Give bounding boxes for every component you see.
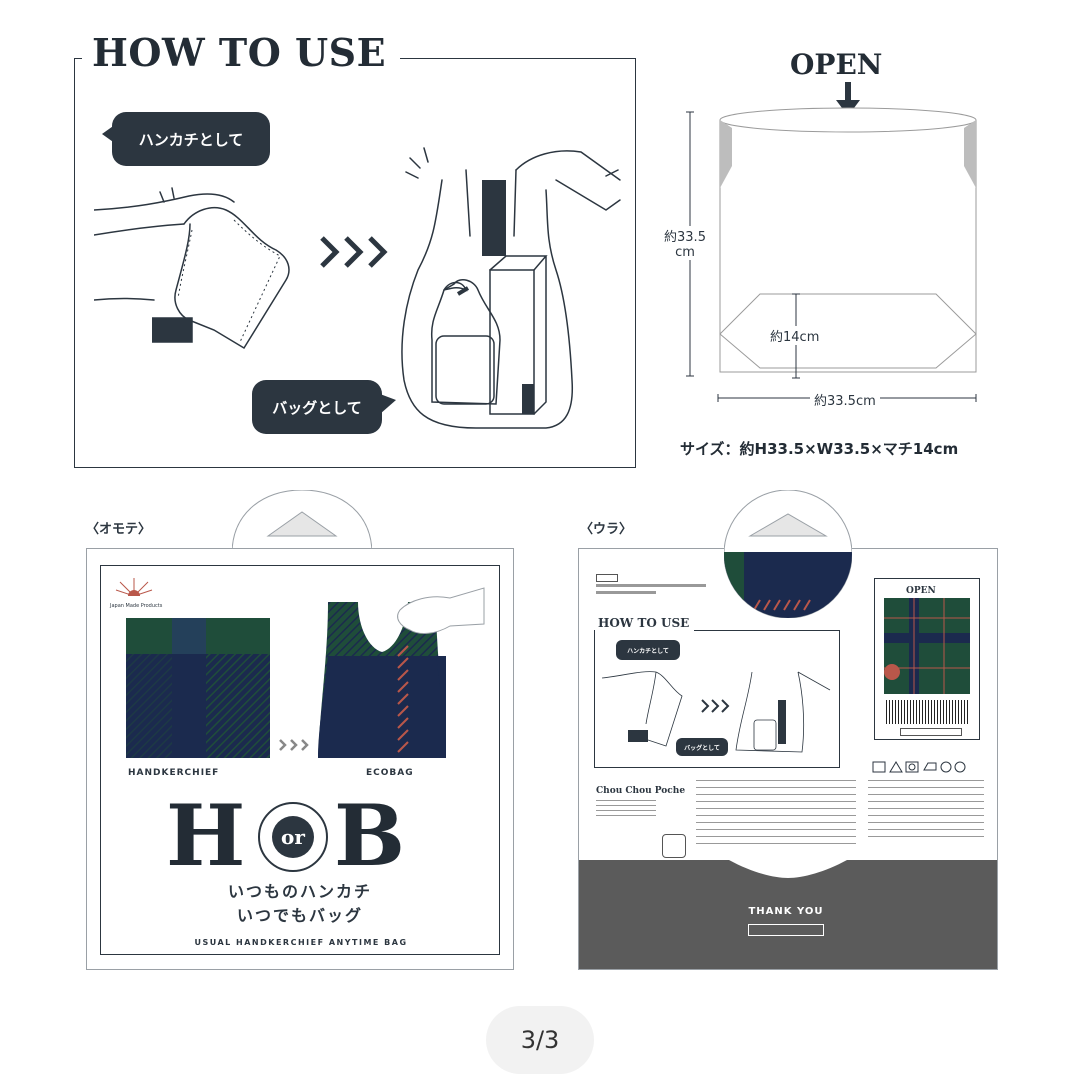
- back-product-plaid: [884, 598, 970, 694]
- back-notes-text: [696, 780, 856, 850]
- size-text: サイズ：約H33.5×W33.5×マチ14cm: [680, 440, 959, 458]
- back-product-frame: [874, 578, 980, 740]
- paper-recycle-icon: [662, 834, 686, 858]
- back-small-text-line-1: [596, 584, 706, 587]
- image-pager[interactable]: 3/3: [486, 1006, 594, 1074]
- thank-you-text: THANK YOU: [748, 906, 824, 917]
- handkerchief-illustration-icon: [94, 187, 290, 350]
- ecobag-illustration-icon: [401, 147, 621, 429]
- plaid-handkerchief-swatch: [126, 618, 270, 758]
- back-brand-name: Chou Chou Poche: [596, 786, 686, 796]
- bubble-bag-tail: [380, 394, 396, 414]
- back-howto-panel: [594, 630, 840, 768]
- hob-or-badge: or: [258, 802, 328, 872]
- back-price-box: [900, 728, 962, 736]
- width-dimension-label: 約33.5cm: [810, 390, 880, 409]
- gusset-dimension-label: 約14cm: [768, 326, 822, 345]
- front-japanese-tagline: いつものハンカチ いつでもバッグ: [200, 880, 400, 928]
- height-dimension-unit: cm: [675, 245, 695, 260]
- back-open-label: OPEN: [906, 586, 936, 596]
- japan-made-label: Japan Made Products: [110, 603, 163, 609]
- handkerchief-caption: HANDKERCHIEF: [128, 768, 220, 778]
- back-care-text: [868, 780, 984, 842]
- back-howto-title: HOW TO USE: [598, 616, 690, 630]
- front-jp-line2: いつでもバッグ: [236, 906, 363, 925]
- ecobag-swatch: [318, 602, 446, 758]
- open-title: OPEN: [790, 48, 883, 81]
- howto-rule-right: [400, 58, 636, 59]
- arrows-right-icon: [320, 236, 388, 268]
- back-barcode: [886, 700, 968, 724]
- back-small-tag: [596, 574, 618, 582]
- back-small-text-line-2: [596, 591, 656, 594]
- back-company-address: [596, 800, 656, 820]
- back-howto-illustration-icon: [602, 671, 831, 753]
- front-jp-line1: いつものハンカチ: [227, 882, 372, 901]
- japan-made-sun-icon: [114, 578, 154, 604]
- bubble-bag: バッグとして: [252, 380, 382, 434]
- front-arrows-right-icon: [279, 739, 309, 751]
- hob-letter-b: B: [334, 786, 405, 885]
- hob-letter-h: H: [166, 786, 246, 885]
- howto-title: HOW TO USE: [82, 30, 397, 75]
- back-bubble-bag-label: バッグとして: [684, 744, 720, 752]
- front-label: 〈オモテ〉: [86, 522, 152, 537]
- back-howto-rule: [694, 630, 840, 631]
- back-gray-band: [579, 860, 997, 969]
- bubble-handkerchief-tail: [102, 124, 116, 144]
- bubble-handkerchief-label: ハンカチとして: [138, 130, 244, 149]
- hob-or-text: or: [272, 816, 314, 858]
- back-bubble-handkerchief-label: ハンカチとして: [627, 647, 669, 655]
- front-hand-icon: [397, 587, 485, 634]
- howto-rule-left: [74, 58, 82, 59]
- ecobag-caption: ECOBAG: [366, 768, 414, 778]
- thank-you-badge: [748, 924, 824, 936]
- back-bubble-bag: バッグとして: [676, 738, 728, 756]
- image-pager-text: 3/3: [520, 1026, 560, 1054]
- back-window-plaid: [724, 490, 852, 618]
- back-label: 〈ウラ〉: [580, 522, 633, 537]
- front-package-inner-frame: [100, 565, 500, 955]
- bubble-bag-label: バッグとして: [272, 398, 362, 417]
- height-dimension-label: 約33.5 cm: [660, 226, 710, 260]
- front-hanger-tab: [232, 490, 372, 554]
- bag-dimension-diagram: [686, 107, 977, 402]
- back-bubble-handkerchief: ハンカチとして: [616, 640, 680, 660]
- height-dimension-value: 約33.5: [664, 230, 706, 245]
- care-symbols-icon: [872, 761, 966, 773]
- front-english-tagline: USUAL HANDKERCHIEF ANYTIME BAG: [194, 938, 408, 947]
- bubble-handkerchief: ハンカチとして: [112, 112, 270, 166]
